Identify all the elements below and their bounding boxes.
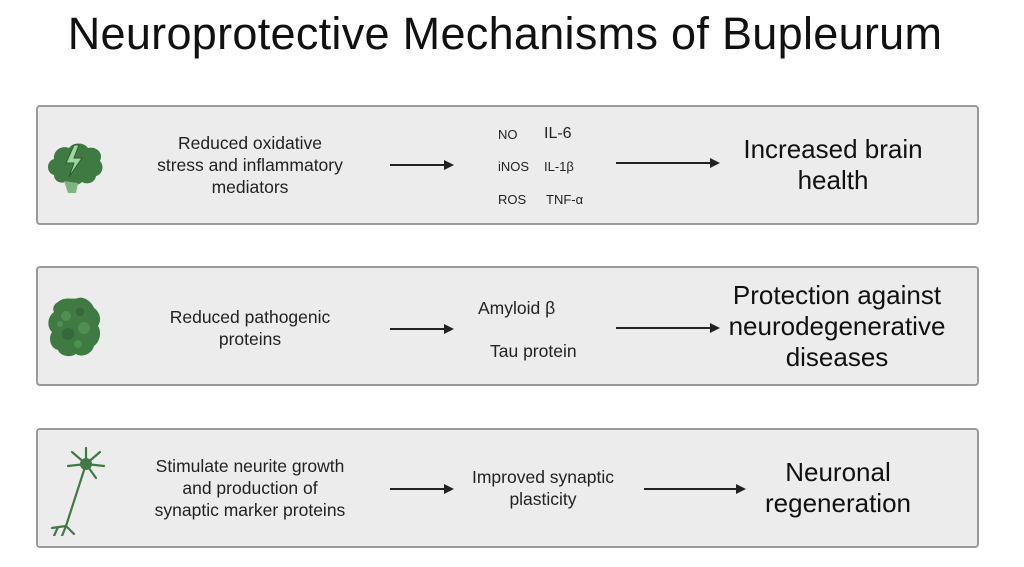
marker-label: Tau protein [490, 341, 577, 361]
marker-label: Amyloid β [478, 298, 556, 318]
marker-label: ROS [498, 192, 527, 207]
marker-label: NO [498, 127, 518, 142]
arrow-right-icon [390, 324, 454, 334]
outcome-line: diseases [785, 342, 889, 372]
arrow-right-icon [390, 484, 454, 494]
brain-lightning-icon [48, 143, 103, 193]
mechanism-panel-pathogenic-proteins: Reduced pathogenic proteins Amyloid β Ta… [36, 266, 979, 386]
cause-line: Reduced pathogenic [169, 307, 331, 327]
arrow-right-icon [616, 158, 720, 168]
outcome-line: health [797, 165, 869, 195]
cause-line: synaptic marker proteins [154, 500, 346, 520]
neuron-icon [50, 446, 106, 536]
arrow-right-icon [616, 323, 720, 333]
marker-label: TNF-α [546, 192, 584, 207]
marker-line: plasticity [509, 489, 577, 509]
outcome-line: Protection against [732, 280, 942, 310]
arrow-right-icon [390, 160, 454, 170]
outcome-line: Increased brain [743, 134, 923, 164]
marker-line: Improved synaptic [471, 467, 614, 487]
page-title: Neuroprotective Mechanisms of Bupleurum [67, 8, 943, 59]
cause-line: and production of [182, 478, 318, 498]
marker-label: IL-6 [544, 125, 572, 142]
arrow-right-icon [644, 484, 746, 494]
cause-line: stress and inflammatory [157, 155, 343, 175]
outcome-line: Neuronal [785, 457, 891, 487]
mechanism-panel-neurite-growth: Stimulate neurite growth and production … [36, 428, 979, 548]
cause-line: proteins [218, 329, 282, 349]
mechanism-panel-oxidative-stress: Reduced oxidative stress and inflammator… [36, 105, 979, 225]
marker-label: iNOS [498, 159, 530, 174]
outcome-line: regeneration [765, 488, 911, 518]
cause-line: Stimulate neurite growth [155, 456, 345, 476]
marker-label: IL-1β [544, 159, 574, 174]
protein-aggregate-icon [48, 297, 101, 357]
cause-line: Reduced oxidative [178, 133, 322, 153]
cause-line: mediators [211, 177, 289, 197]
outcome-line: neurodegenerative [728, 311, 946, 341]
